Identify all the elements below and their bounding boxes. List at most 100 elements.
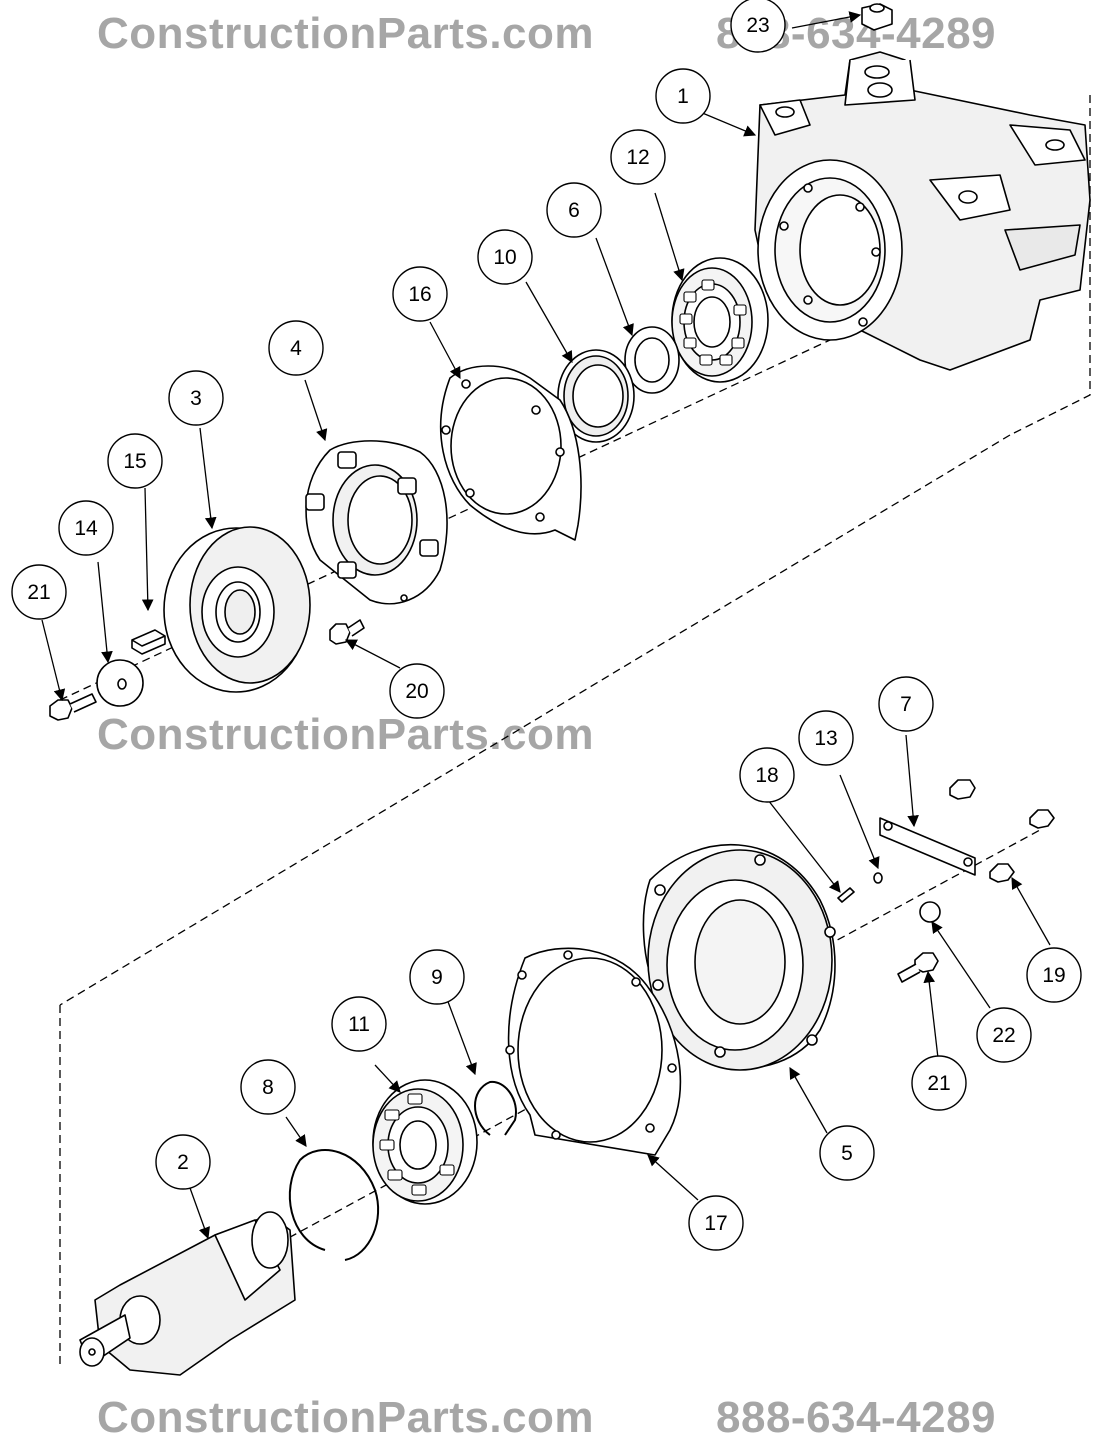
callout-label: 17 — [704, 1212, 727, 1235]
callout-label: 19 — [1042, 964, 1065, 987]
callout-9: 9 — [409, 949, 465, 1005]
leader-18 — [767, 799, 841, 893]
callout-circle — [389, 663, 445, 719]
callout-17: 17 — [688, 1195, 744, 1251]
leader-5 — [789, 1066, 828, 1134]
leader-21a — [41, 619, 66, 702]
callout-13: 13 — [798, 710, 854, 766]
washer-14 — [96, 659, 144, 707]
shaft-2 — [79, 1211, 296, 1376]
leader-6 — [595, 237, 634, 337]
leader-17 — [647, 1154, 699, 1201]
callout-12: 12 — [610, 129, 666, 185]
callout-circle — [688, 1195, 744, 1251]
callout-label: 12 — [626, 146, 649, 169]
callout-label: 10 — [493, 246, 516, 269]
socket-screw-23 — [861, 3, 893, 31]
callout-label: 18 — [755, 764, 778, 787]
watermark-site-top: ConstructionParts.com — [97, 9, 595, 58]
leader-21b — [923, 970, 939, 1059]
callout-circle — [58, 500, 114, 556]
bolt-21-bottom — [897, 952, 939, 983]
callout-1: 1 — [655, 68, 711, 124]
callout-5: 5 — [819, 1125, 875, 1181]
bearing-cap-5 — [642, 843, 836, 1071]
callout-circle — [976, 1007, 1032, 1063]
callout-20: 20 — [389, 663, 445, 719]
callout-label: 11 — [348, 1013, 370, 1036]
callout-circle — [168, 370, 224, 426]
callout-label: 15 — [123, 450, 146, 473]
callout-label: 20 — [405, 680, 428, 703]
callout-label: 1 — [677, 85, 689, 108]
callout-7: 7 — [878, 676, 934, 732]
callout-circle — [798, 710, 854, 766]
callout-circle — [155, 1134, 211, 1190]
callout-label: 21 — [927, 1072, 950, 1095]
callout-label: 7 — [900, 693, 912, 716]
bolt-20 — [329, 619, 365, 645]
callout-label: 6 — [568, 199, 580, 222]
leader-13 — [839, 774, 880, 870]
snap-ring-9 — [474, 1080, 517, 1136]
key-15 — [131, 629, 166, 655]
callout-label: 3 — [190, 387, 202, 410]
gasket-17 — [505, 947, 682, 1156]
bolts-19 — [949, 779, 1055, 883]
callout-3: 3 — [168, 370, 224, 426]
callout-18: 18 — [739, 747, 795, 803]
leader-9 — [446, 998, 477, 1076]
plug-13 — [873, 872, 883, 884]
flange-cap-4 — [305, 440, 448, 605]
leader-15 — [141, 487, 154, 612]
callout-circle — [331, 996, 387, 1052]
callout-circle — [409, 949, 465, 1005]
bolt-21-top — [49, 693, 97, 721]
callout-label: 2 — [177, 1151, 189, 1174]
leader-8 — [285, 1116, 307, 1147]
callout-label: 8 — [262, 1076, 274, 1099]
leader-23 — [791, 11, 862, 29]
callout-circle — [730, 0, 786, 53]
callout-circle — [655, 68, 711, 124]
bearing-12 — [671, 257, 769, 383]
callout-circle — [911, 1055, 967, 1111]
callout-8: 8 — [240, 1059, 296, 1115]
callout-label: 16 — [408, 283, 431, 306]
callout-circle — [392, 266, 448, 322]
callout-16: 16 — [392, 266, 448, 322]
gasket-16 — [439, 365, 582, 541]
callout-label: 5 — [841, 1142, 853, 1165]
leader-1 — [699, 111, 757, 137]
leader-11 — [374, 1064, 401, 1093]
assembly-frame-top-right — [1009, 95, 1091, 436]
callout-circle — [240, 1059, 296, 1115]
callout-circle — [107, 433, 163, 489]
leader-10 — [525, 281, 573, 364]
leader-4 — [304, 379, 328, 442]
leader-7 — [905, 734, 919, 828]
leader-20 — [344, 639, 401, 669]
bearing-11 — [372, 1079, 478, 1205]
pulley-3 — [163, 526, 311, 693]
bearing-housing — [754, 51, 1091, 371]
callout-14: 14 — [58, 500, 114, 556]
callout-21: 21 — [11, 564, 67, 620]
callout-label: 9 — [431, 966, 443, 989]
callout-23: 23 — [730, 0, 786, 53]
callout-label: 23 — [746, 14, 769, 37]
callout-22: 22 — [976, 1007, 1032, 1063]
leader-22 — [931, 921, 991, 1009]
plate-7 — [879, 817, 976, 876]
callout-15: 15 — [107, 433, 163, 489]
leader-12 — [654, 192, 685, 282]
callout-19: 19 — [1026, 947, 1082, 1003]
snap-ring-8 — [288, 1149, 380, 1261]
callout-circle — [739, 747, 795, 803]
callout-circle — [11, 564, 67, 620]
leader-14 — [97, 561, 113, 664]
seal-10 — [557, 349, 635, 443]
spacer-ring-6 — [624, 326, 680, 394]
leader-16 — [429, 321, 461, 380]
